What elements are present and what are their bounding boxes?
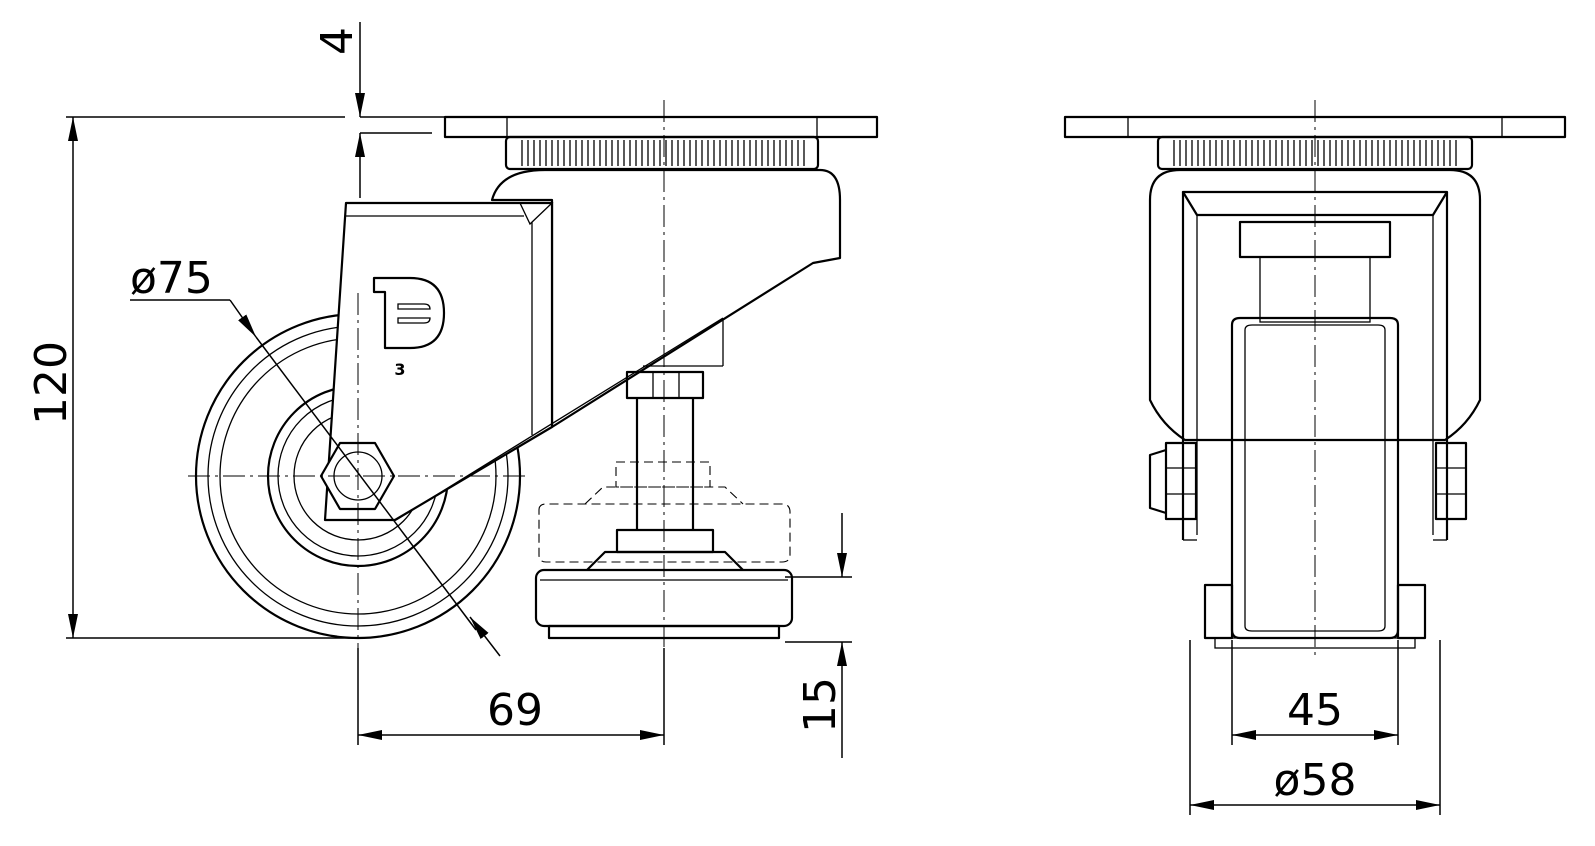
dimension-tread-width: 45 [1231, 640, 1399, 745]
dimension-hub-diameter-label: ø58 [1274, 755, 1357, 806]
dimension-plate-thickness: 4 [312, 22, 365, 198]
leveling-foot [534, 370, 794, 640]
brand-marking: 3 [394, 360, 405, 379]
side-centerlines [188, 100, 665, 725]
fork-housing [323, 168, 842, 522]
side-view: 3 [26, 22, 879, 758]
brand-logo: 3 [372, 276, 446, 379]
swivel-bearing [504, 135, 820, 171]
dimension-plate-thickness-label: 4 [312, 27, 363, 55]
dimension-offset-label: 69 [487, 685, 543, 736]
front-view: 45 ø58 [1063, 100, 1567, 815]
dimension-tread-width-label: 45 [1287, 685, 1343, 736]
dimension-height: 120 [26, 116, 360, 639]
dimension-pad-height-label: 15 [795, 677, 846, 733]
dimension-height-label: 120 [26, 341, 77, 425]
dimension-pad-height: 15 [785, 513, 852, 758]
front-axle-nuts [1148, 441, 1468, 521]
dimension-wheel-diameter: ø75 [130, 253, 501, 657]
top-plate [360, 115, 879, 139]
dimension-wheel-diameter-label: ø75 [130, 253, 213, 304]
dimension-hub-diameter: ø58 [1189, 640, 1441, 815]
dimension-offset: 69 [357, 648, 665, 745]
